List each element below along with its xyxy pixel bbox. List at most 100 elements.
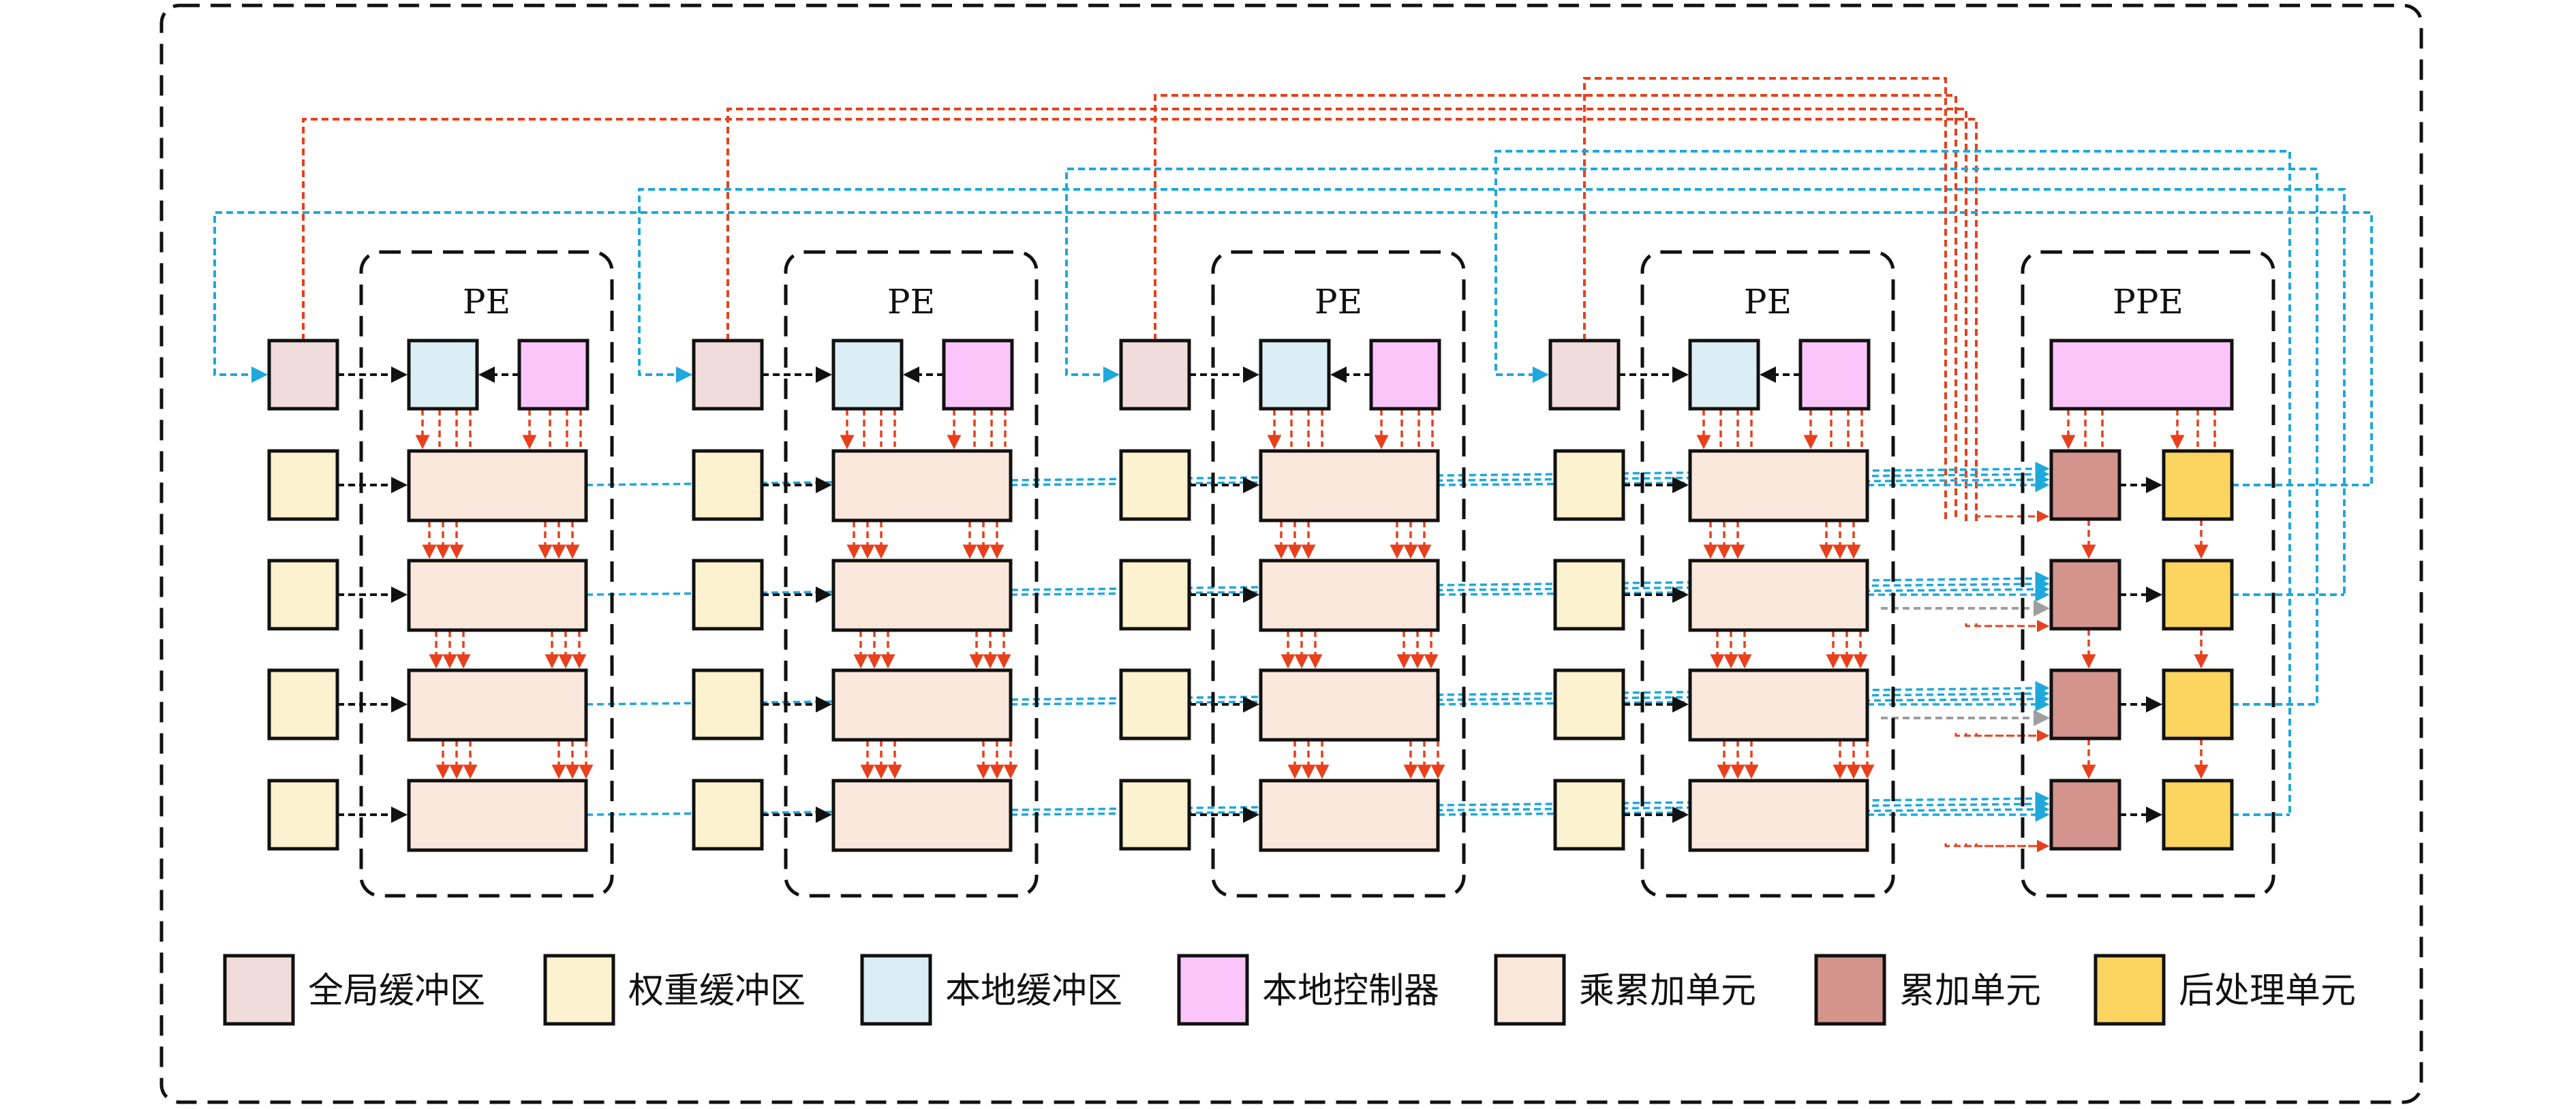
legend-label-1: 全局缓冲区 (308, 971, 485, 1012)
mac-to-acc-3-2 (1437, 582, 2050, 597)
post-processing-unit-swatch (2094, 954, 2166, 1026)
blue-return-line-2 (638, 188, 2346, 593)
global-buffer-2 (692, 339, 764, 411)
legend: 全局缓冲区 权重缓冲区 本地缓冲区 本地控制器 乘累加单元 累加单元 后处理单元 (223, 954, 2356, 1026)
mac-unit-4-1 (1688, 449, 1869, 522)
weight-buffer-1-1 (267, 449, 339, 521)
legend-label-2: 权重缓冲区 (628, 971, 806, 1012)
legend-item-2: 权重缓冲区 (543, 954, 806, 1026)
global-buffer-3 (1119, 339, 1191, 411)
pe-frame-4 (1640, 250, 1895, 898)
mac-unit-4-4 (1688, 779, 1869, 852)
legend-label-7: 后处理单元 (2179, 971, 2356, 1012)
global-buffer-4 (1548, 339, 1621, 411)
mac-unit-3-3 (1259, 668, 1440, 742)
post-processing-unit-4 (2162, 779, 2234, 851)
weight-buffer-1-3 (267, 668, 339, 740)
pe-title-4: PE (1744, 282, 1792, 322)
legend-item-5: 乘累加单元 (1494, 954, 1756, 1026)
red-bus-drop-1-1 (1975, 510, 2049, 522)
ppe-controller (2049, 339, 2234, 411)
pe-groups: PE PE PE PE PPE (359, 250, 2275, 898)
legend-item-1: 全局缓冲区 (223, 954, 485, 1026)
pe-title-1: PE (463, 282, 510, 322)
red-feed-line-4 (1583, 77, 1947, 521)
pe-title-3: PE (1315, 282, 1362, 322)
local-buffer-3 (1259, 339, 1331, 411)
local-controller-swatch (1177, 954, 1249, 1026)
mac-to-acc-3-1 (1437, 472, 2050, 487)
legend-item-4: 本地控制器 (1177, 954, 1439, 1026)
local-buffer-4 (1688, 339, 1760, 411)
mac-to-acc-2-4 (1010, 796, 2050, 816)
mac-unit-4-2 (1688, 559, 1869, 632)
blocks (267, 339, 2234, 852)
mac-unit-1-1 (407, 449, 588, 522)
blue-return-line-3 (1065, 168, 2318, 703)
weight-buffer-4-3 (1553, 668, 1625, 740)
weight-buffer-1-4 (267, 779, 339, 851)
ppe-frame (2021, 250, 2275, 898)
mac-unit-2-1 (831, 449, 1013, 522)
weight-buffer-2-2 (692, 559, 764, 631)
mac-unit-3-1 (1259, 449, 1440, 522)
weight-buffer-4-4 (1553, 779, 1625, 851)
local-buffer-swatch (860, 954, 932, 1026)
mac-to-acc-2-1 (1010, 467, 2050, 486)
weight-buffer-4-2 (1553, 559, 1625, 631)
mac-unit-2-3 (831, 668, 1013, 742)
mac-unit-2-2 (831, 559, 1013, 632)
pe-frame-2 (784, 250, 1039, 898)
mac-unit-1-3 (407, 668, 588, 742)
weight-buffer-3-2 (1119, 559, 1191, 631)
legend-label-4: 本地控制器 (1262, 971, 1439, 1012)
weight-buffer-swatch (543, 954, 615, 1026)
local-buffer-2 (831, 339, 904, 411)
red-bus-drop-4-4 (1944, 840, 2049, 852)
weight-buffer-3-1 (1119, 449, 1191, 521)
post-processing-unit-3 (2162, 668, 2234, 740)
local-controller-3 (1369, 339, 1441, 411)
legend-item-6: 累加单元 (1814, 954, 2041, 1026)
red-feed-line-2 (726, 108, 1967, 521)
legend-item-7: 后处理单元 (2094, 954, 2356, 1026)
legend-label-3: 本地缓冲区 (945, 971, 1122, 1012)
mac-unit-3-4 (1259, 779, 1440, 852)
local-controller-4 (1798, 339, 1871, 411)
weight-buffer-1-2 (267, 559, 339, 631)
legend-label-5: 乘累加单元 (1579, 971, 1756, 1012)
accumulator-unit-1 (2049, 449, 2121, 521)
mac-unit-2-4 (831, 779, 1013, 852)
post-processing-unit-2 (2162, 559, 2234, 631)
legend-label-6: 累加单元 (1899, 971, 2041, 1012)
weight-buffer-3-3 (1119, 668, 1191, 740)
mac-unit-1-4 (407, 779, 588, 852)
global-buffer-swatch (223, 954, 295, 1026)
mac-unit-4-3 (1688, 668, 1869, 742)
weight-buffer-2-1 (692, 449, 764, 521)
local-buffer-1 (407, 339, 479, 411)
accumulator-unit-2 (2049, 559, 2121, 631)
outer-border (159, 3, 2423, 1104)
mac-to-acc-2-2 (1010, 576, 2050, 596)
mac-to-acc-3-4 (1437, 802, 2050, 817)
mac-unit-swatch (1494, 954, 1566, 1026)
pe-title-2: PE (887, 282, 935, 322)
pe-frame-1 (359, 250, 614, 898)
red-feed-line-3 (1154, 94, 1957, 521)
post-processing-unit-1 (2162, 449, 2234, 521)
mac-unit-3-2 (1259, 559, 1440, 632)
local-controller-1 (517, 339, 589, 411)
blue-return-line-1 (213, 211, 2373, 484)
ppe-title: PPE (2113, 282, 2183, 322)
blue-return-line-4 (1494, 150, 2291, 813)
legend-item-3: 本地缓冲区 (860, 954, 1122, 1026)
pe-frame-3 (1211, 250, 1466, 898)
weight-buffer-2-4 (692, 779, 764, 851)
red-bus-drop-2-2 (1965, 620, 2049, 632)
mac-to-acc-3-3 (1437, 691, 2050, 706)
accumulator-unit-4 (2049, 779, 2121, 851)
local-controller-2 (942, 339, 1014, 411)
mac-unit-1-2 (407, 559, 588, 632)
